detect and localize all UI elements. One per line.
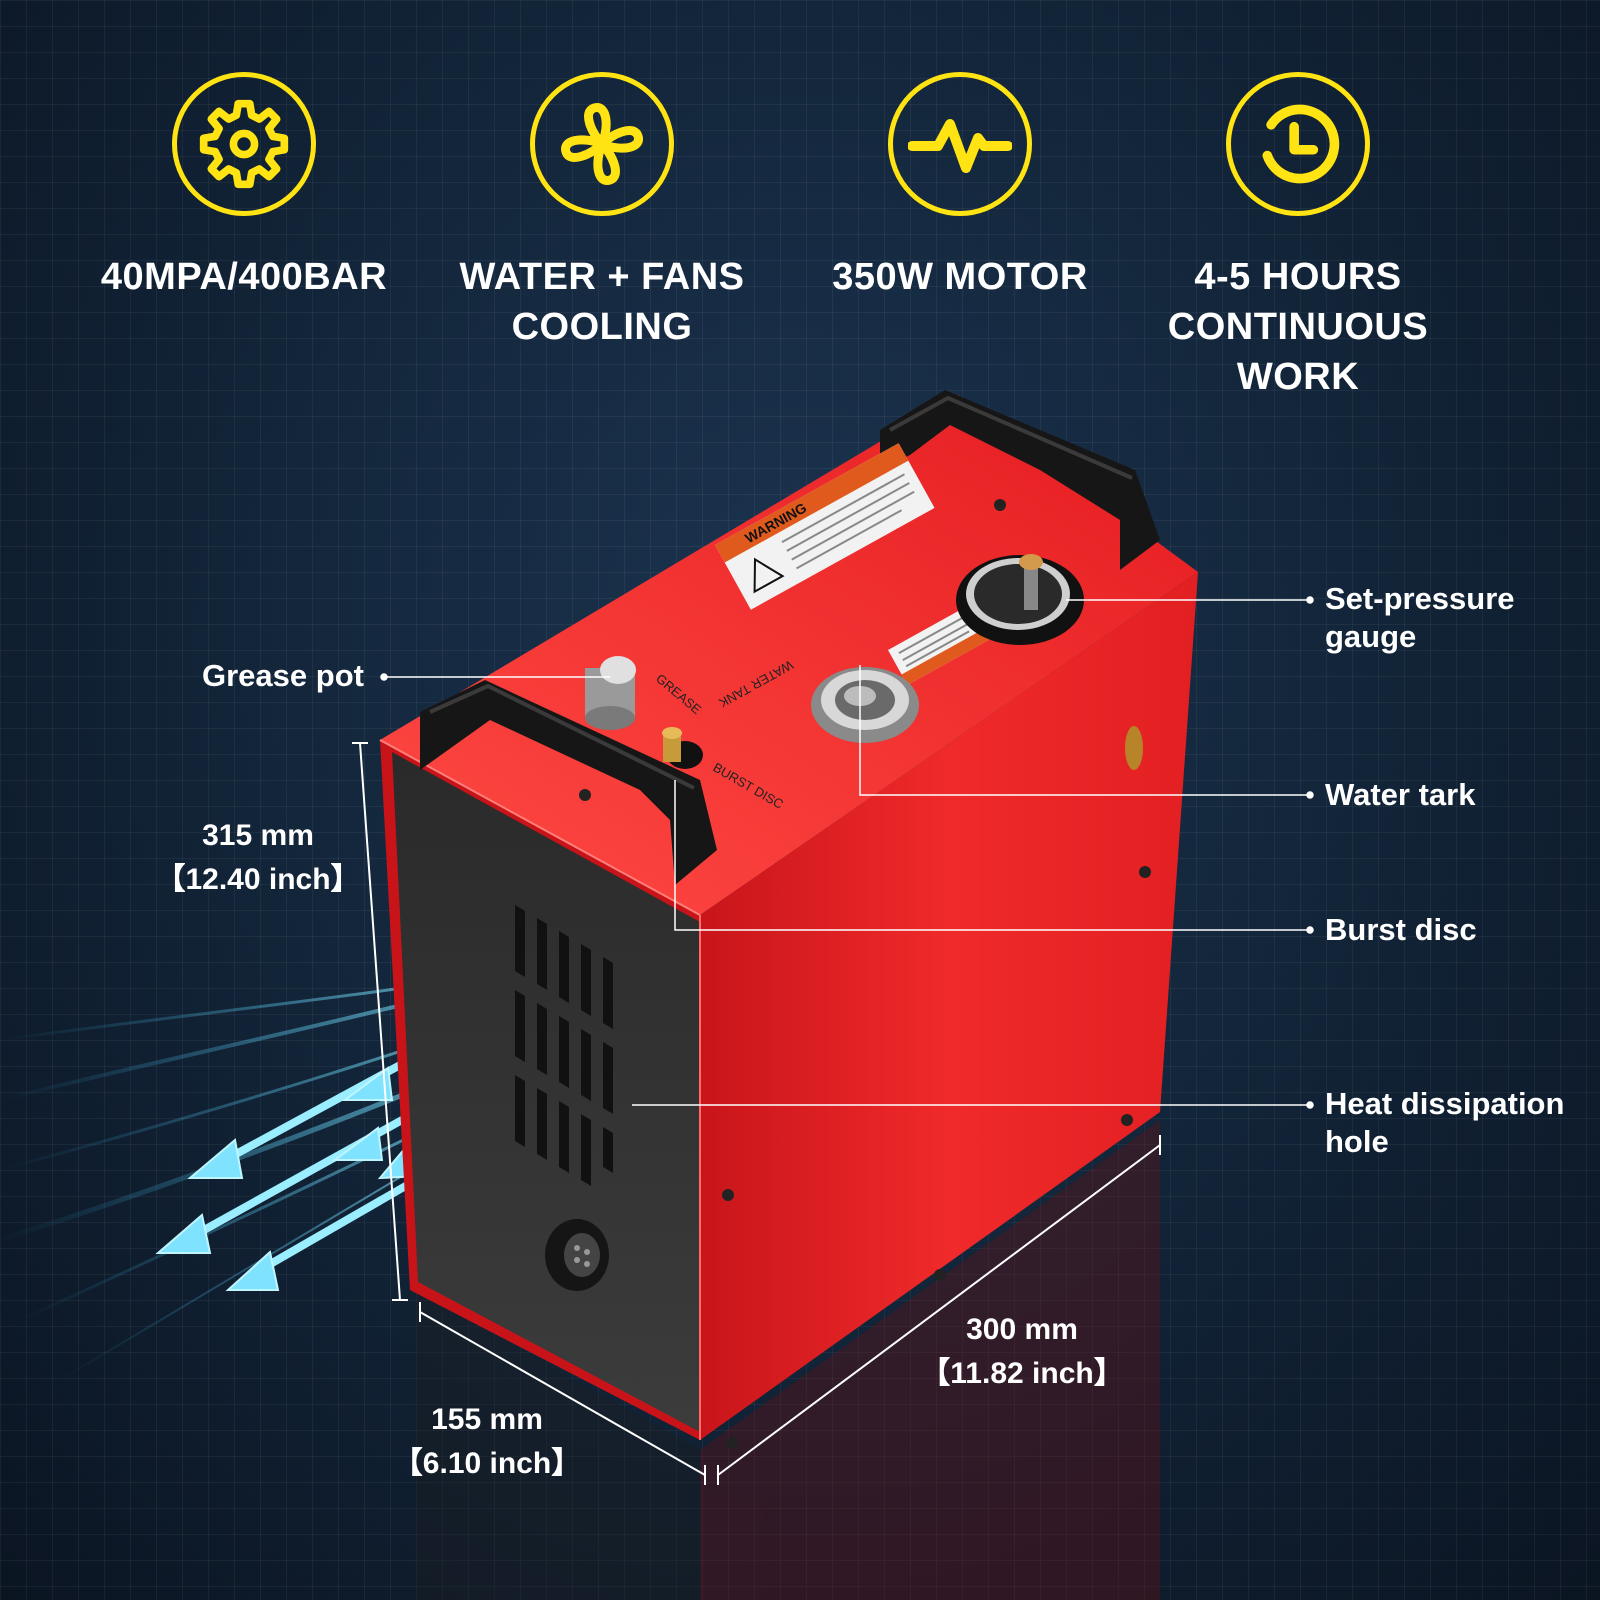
feature-motor: 350W MOTOR <box>770 72 1150 302</box>
compressor-top-panel <box>380 395 1198 915</box>
height-inch: 【12.40 inch】 <box>155 863 361 896</box>
length-inch: 【11.82 inch】 <box>920 1357 1124 1390</box>
length-mm: 300 mm <box>966 1313 1078 1346</box>
height-dimension-label: 315 mm 【12.40 inch】 <box>128 814 388 902</box>
feature-label: 350W MOTOR <box>832 256 1088 298</box>
feature-label: WATER + FANS <box>459 256 745 298</box>
width-inch: 【6.10 inch】 <box>392 1447 582 1480</box>
dimension-lines <box>352 742 1161 1485</box>
width-dimension-label: 155 mm 【6.10 inch】 <box>357 1398 617 1486</box>
feature-pressure: 40MPA/400BAR <box>54 72 434 302</box>
heat-dissipation-hole-label-line1: Heat dissipation <box>1325 1086 1565 1121</box>
width-mm: 155 mm <box>431 1403 543 1436</box>
feature-runtime: 4-5 HOURS CONTINUOUS WORK <box>1108 72 1488 402</box>
front-handle <box>420 680 717 885</box>
heat-vent-slots <box>515 905 613 1186</box>
feature-label: CONTINUOUS WORK <box>1167 306 1429 398</box>
fan-icon <box>530 72 674 216</box>
rear-handle <box>880 390 1160 570</box>
feature-label: 4-5 HOURS <box>1194 256 1402 298</box>
set-pressure-gauge-label: Set-pressure gauge <box>1325 580 1515 656</box>
grease-pot-label: Grease pot <box>202 658 364 693</box>
feature-cooling: WATER + FANS COOLING <box>412 72 792 352</box>
side-screws <box>579 499 1151 1449</box>
floor-reflection <box>415 1120 1160 1600</box>
set-pressure-gauge-label-line2: gauge <box>1325 619 1417 654</box>
power-connector <box>545 1219 609 1291</box>
length-dimension-label: 300 mm 【11.82 inch】 <box>892 1308 1152 1396</box>
feature-label: 40MPA/400BAR <box>100 256 388 298</box>
water-tank-label: Water tark <box>1325 777 1476 812</box>
burst-disc-label: Burst disc <box>1325 912 1477 947</box>
height-mm: 315 mm <box>202 819 314 852</box>
brass-fitting <box>1125 726 1143 770</box>
water-tank-sight-glass <box>811 667 919 743</box>
burst-disc <box>662 727 703 769</box>
callout-lines <box>380 596 1314 1109</box>
set-pressure-gauge <box>956 554 1084 645</box>
gear-icon <box>172 72 316 216</box>
pulse-icon <box>888 72 1032 216</box>
heat-dissipation-hole-label: Heat dissipation hole <box>1325 1085 1564 1161</box>
compressor-side-panel <box>700 572 1198 1440</box>
clock-icon <box>1226 72 1370 216</box>
compressor-front-panel <box>392 752 700 1432</box>
set-pressure-gauge-label-line1: Set-pressure <box>1325 581 1515 616</box>
feature-label: COOLING <box>511 306 693 348</box>
heat-dissipation-hole-label-line2: hole <box>1325 1124 1389 1159</box>
